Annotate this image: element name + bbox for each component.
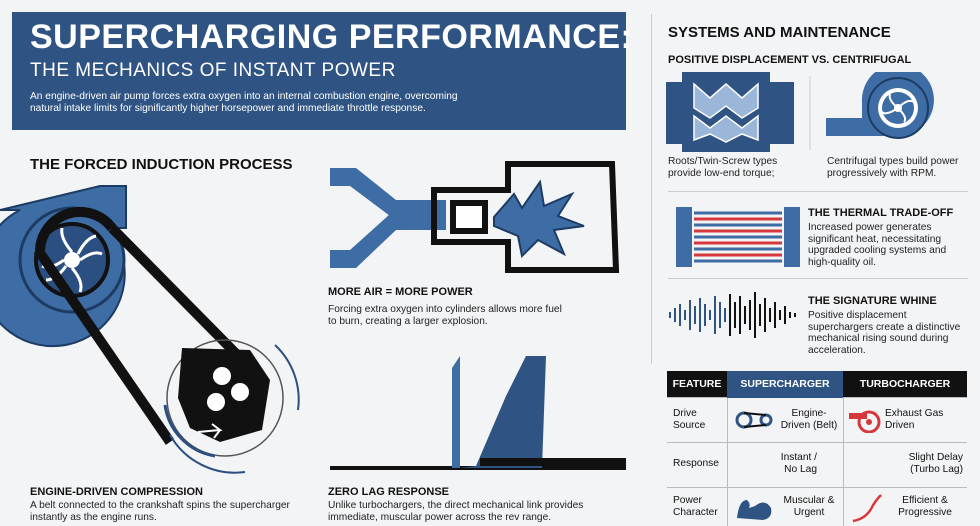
turbo-icon xyxy=(849,410,881,433)
table-cell-turbocharger: Exhaust Gas Driven xyxy=(885,408,944,431)
intro-text: An engine-driven air pump forces extra o… xyxy=(30,91,458,114)
centrifugal-compressor-icon xyxy=(826,72,934,139)
table-cell-supercharger: Engine-Driven (Belt) xyxy=(780,408,838,431)
screw-rotor-icon xyxy=(666,72,794,152)
supercharger-icon xyxy=(0,185,127,348)
whine-title: THE SIGNATURE WHINE xyxy=(808,295,937,307)
belt-drive-icon xyxy=(735,411,773,429)
table-cell-turbocharger: Slight Delay (Turbo Lag) xyxy=(908,452,963,475)
pd-text: Roots/Twin-Screw types provide low-end t… xyxy=(668,156,778,179)
table-cell-turbocharger: Efficient & Progressive xyxy=(898,495,952,518)
table-cell-feature: Response xyxy=(673,458,719,469)
zero-lag-text: Unlike turbochargers, the direct mechani… xyxy=(328,500,584,523)
table-row xyxy=(667,398,967,443)
pulley-icon xyxy=(163,339,300,474)
thermal-text: Increased power generates significant he… xyxy=(808,222,947,268)
supercharger-belt-illustration xyxy=(0,185,300,474)
whine-text: Positive displacement superchargers crea… xyxy=(808,310,961,356)
compressor-types-illustration xyxy=(666,72,934,152)
zero-lag-title: ZERO LAG RESPONSE xyxy=(328,486,450,498)
header-banner xyxy=(12,12,626,130)
intake-manifold-icon xyxy=(330,168,446,268)
process-heading: THE FORCED INDUCTION PROCESS xyxy=(30,156,293,173)
section-divider xyxy=(668,191,968,192)
more-air-text: Forcing extra oxygen into cylinders allo… xyxy=(328,304,562,327)
sound-wave-icon xyxy=(669,292,796,338)
table-cell-supercharger: Instant / No Lag xyxy=(780,452,817,475)
page-title: SUPERCHARGING PERFORMANCE: xyxy=(30,18,633,56)
table-header-supercharger: SUPERCHARGER xyxy=(727,371,843,398)
table-cell-feature: Power Character xyxy=(673,495,718,518)
table-cell-feature: Drive Source xyxy=(673,408,706,431)
thermal-title: THE THERMAL TRADE-OFF xyxy=(808,207,954,219)
pd-vs-cf-title: POSITIVE DISPLACEMENT VS. CENTRIFUGAL xyxy=(668,54,912,66)
more-air-illustration xyxy=(330,161,620,273)
table-header-turbocharger: TURBOCHARGER xyxy=(859,378,951,390)
table-row xyxy=(667,443,967,488)
progressive-curve-icon xyxy=(852,494,882,523)
piston-explosion-icon xyxy=(431,161,620,273)
muscle-arm-icon xyxy=(737,500,772,520)
table-header-row: FEATURE SUPERCHARGER TURBOCHARGER xyxy=(667,371,967,398)
table-col-divider xyxy=(727,398,728,526)
section-divider xyxy=(668,278,968,279)
compression-text: A belt connected to the crankshaft spins… xyxy=(30,500,290,523)
more-air-title: MORE AIR = MORE POWER xyxy=(328,286,473,298)
table-col-divider xyxy=(843,398,844,526)
compression-title: ENGINE-DRIVEN COMPRESSION xyxy=(30,486,203,498)
table-cell-supercharger: Muscular & Urgent xyxy=(783,495,835,518)
intercooler-icon xyxy=(676,207,800,267)
column-divider xyxy=(651,14,652,364)
lag-graph-icon xyxy=(330,356,626,470)
page-subtitle: THE MECHANICS OF INSTANT POWER xyxy=(30,60,396,81)
comparison-table: FEATURE SUPERCHARGER TURBOCHARGER Drive … xyxy=(667,371,967,526)
table-header-feature: FEATURE xyxy=(672,378,722,390)
systems-heading: SYSTEMS AND MAINTENANCE xyxy=(668,24,891,41)
cf-text: Centrifugal types build power progressiv… xyxy=(827,156,959,179)
